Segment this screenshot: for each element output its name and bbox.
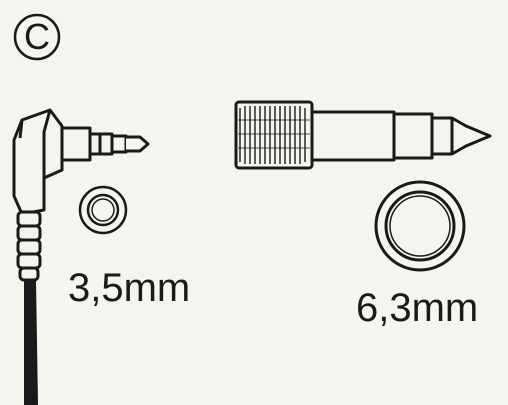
large-plug-cross-section-icon (374, 180, 466, 272)
marker-circle (13, 13, 61, 61)
figure-marker: C (24, 16, 50, 57)
small-jack-label: 3,5mm (68, 266, 191, 310)
small-jack-cross-section-icon (78, 185, 128, 235)
knurl-texture (238, 106, 310, 164)
large-plug-icon (234, 100, 492, 170)
large-plug-label: 6,3mm (356, 286, 479, 330)
cable (24, 280, 38, 405)
small-jack-plug-icon (12, 108, 150, 282)
